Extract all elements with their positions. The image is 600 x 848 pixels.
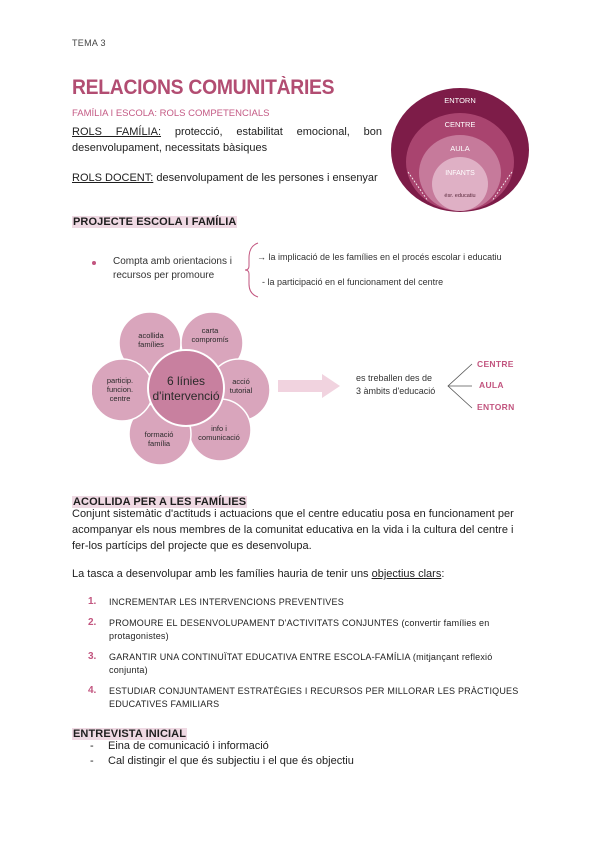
petal-formacio-label: formació família xyxy=(144,430,174,448)
acollida-heading: ACOLLIDA PER A LES FAMÍLIES xyxy=(72,496,248,508)
bullet-icon xyxy=(92,261,96,265)
petal-acollida-label: acollida famílies xyxy=(138,331,164,349)
objective-item: 4. ESTUDIAR CONJUNTAMENT ESTRATÈGIES I R… xyxy=(88,685,528,711)
objective-item: 1. INCREMENTAR LES INTERVENCIONS PREVENT… xyxy=(88,596,528,609)
arrow-right-icon xyxy=(278,374,340,398)
entrevista-item-text: Eina de comunicació i informació xyxy=(108,740,269,752)
objective-number: 4. xyxy=(88,685,97,696)
petal-info-label: info i comunicació xyxy=(198,424,240,442)
projecte-bullet-text: Compta amb orientacions i recursos per p… xyxy=(113,256,232,281)
acollida-intro-before: La tasca a desenvolupar amb les famílies… xyxy=(72,568,372,580)
objective-number: 2. xyxy=(88,617,97,628)
ambit-centre: CENTRE xyxy=(477,359,514,369)
dash-bullet: - xyxy=(90,755,94,767)
projecte-branch-2: - la participació en el funcionament del… xyxy=(262,277,444,287)
label-infants: INFANTS xyxy=(445,170,475,177)
rols-docent-text: desenvolupament de les persones i enseny… xyxy=(153,172,378,184)
page-header: TEMA 3 xyxy=(72,38,106,48)
entrevista-item-text: Cal distingir el que és subjectiu i el q… xyxy=(108,755,354,767)
objective-item: 2. PROMOURE EL DESENVOLUPAMENT D'ACTIVIT… xyxy=(88,617,528,643)
ambit-entorn: ENTORN xyxy=(477,402,515,412)
objective-number: 3. xyxy=(88,651,97,662)
ambit-aula: AULA xyxy=(479,380,504,390)
acollida-paragraph: Conjunt sistemàtic d'actituds i actuacio… xyxy=(72,508,514,552)
rols-docent: ROLS DOCENT: desenvolupament de les pers… xyxy=(72,170,382,186)
petal-particip-label: particip. funcion. centre xyxy=(106,376,134,403)
flower-center-line-2: d'intervenció xyxy=(152,389,220,403)
treballen-text: es treballen des de 3 àmbits d'educació xyxy=(356,373,436,396)
branch-brace-icon xyxy=(244,242,259,298)
projecte-branch-1: → la implicació de les famílies en el pr… xyxy=(257,252,502,262)
objective-main: GARANTIR UNA CONTINUÏTAT EDUCATIVA ENTRE… xyxy=(109,652,411,662)
flower-center-line-1: 6 línies xyxy=(166,374,206,388)
dash-bullet: - xyxy=(90,740,94,752)
entrevista-item: - Eina de comunicació i informació xyxy=(90,738,269,754)
rols-docent-label: ROLS DOCENT: xyxy=(72,172,154,184)
objective-main: ESTUDIAR CONJUNTAMENT ESTRATÈGIES I RECU… xyxy=(109,686,519,709)
rols-familia-text: protecció, estabilitat emocional, bon de… xyxy=(72,126,382,154)
objective-extra: (mitjançant reflexió conjunta) xyxy=(109,652,493,675)
acollida-intro-underline: objectius clars xyxy=(371,568,442,580)
petal-carta-label: carta compromís xyxy=(191,326,229,344)
page-title: RELACIONS COMUNITÀRIES xyxy=(72,76,335,99)
entrevista-heading: ENTREVISTA INICIAL xyxy=(72,728,188,740)
objective-extra: (convertir famílies en protagonistes) xyxy=(109,618,490,641)
flower-center xyxy=(147,349,225,427)
label-entorn: ENTORN xyxy=(444,96,476,105)
label-bottom: ésr. educatiu xyxy=(444,193,475,199)
label-centre: CENTRE xyxy=(445,120,476,129)
objectives-list: 1. INCREMENTAR LES INTERVENCIONS PREVENT… xyxy=(88,596,528,711)
acollida-intro: La tasca a desenvolupar amb les famílies… xyxy=(72,566,530,582)
projecte-heading: PROJECTE ESCOLA I FAMÍLIA xyxy=(72,216,238,228)
petal-accio-label: acció tutorial xyxy=(229,377,253,395)
rols-familia: ROLS FAMÍLIA: protecció, estabilitat emo… xyxy=(72,124,382,156)
rols-familia-label: ROLS FAMÍLIA: xyxy=(72,126,162,138)
label-aula: AULA xyxy=(450,144,470,153)
flower-diagram xyxy=(92,311,271,465)
objective-number: 1. xyxy=(88,596,97,607)
concentric-circles-diagram: ENTORN CENTRE AULA INFANTS ésr. educatiu xyxy=(391,88,529,212)
ambits-branch-icon xyxy=(447,363,473,409)
objective-main: INCREMENTAR LES INTERVENCIONS PREVENTIVE… xyxy=(109,597,344,607)
page-subtitle: FAMÍLIA I ESCOLA: ROLS COMPETENCIALS xyxy=(72,108,270,119)
objective-item: 3. GARANTIR UNA CONTINUÏTAT EDUCATIVA EN… xyxy=(88,651,528,677)
acollida-intro-after: : xyxy=(441,568,445,580)
entrevista-item: - Cal distingir el que és subjectiu i el … xyxy=(90,753,354,769)
objective-main: PROMOURE EL DESENVOLUPAMENT D'ACTIVITATS… xyxy=(109,618,399,628)
circle-infants xyxy=(432,157,488,211)
